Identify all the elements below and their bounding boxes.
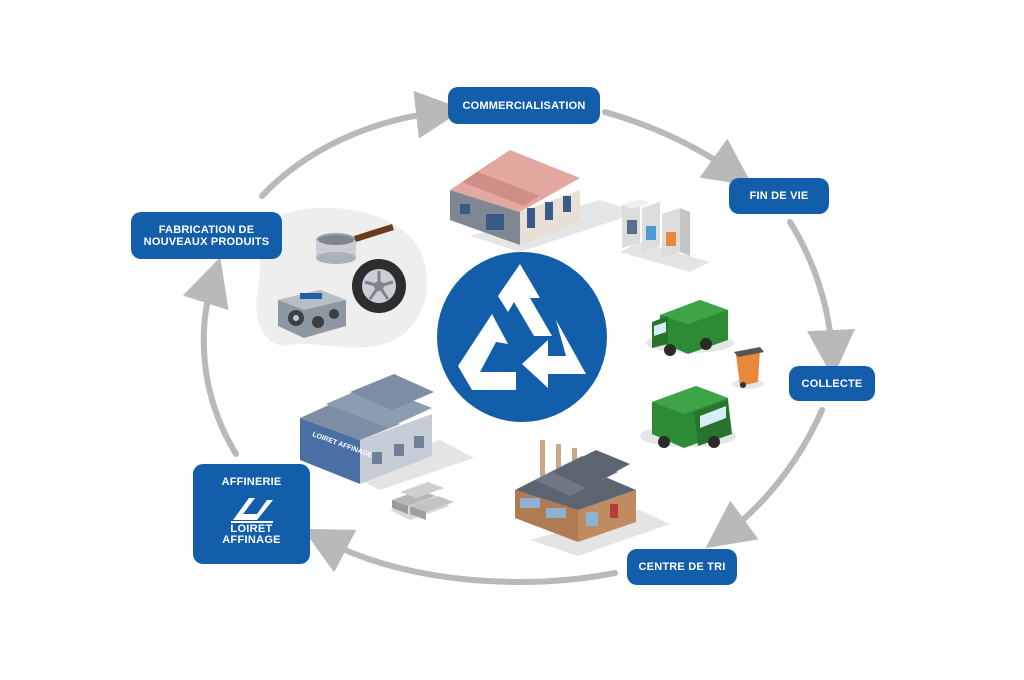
arrow-collecte-to-centre <box>705 407 825 549</box>
new-products-illustration <box>256 207 428 348</box>
recycling-bins-icon <box>620 199 710 272</box>
cycle-arrows <box>182 90 855 585</box>
stage-commercialisation: COMMERCIALISATION <box>448 87 600 124</box>
stage-centre-de-tri: CENTRE DE TRI <box>627 549 737 585</box>
logo-line2: AFFINAGE <box>222 534 281 546</box>
stage-affinerie: AFFINERIE LOIRET AFFINAGE <box>193 464 310 564</box>
recycle-icon <box>437 252 607 422</box>
loiret-affinage-logo-icon <box>230 498 273 523</box>
stage-fabrication: FABRICATION DE NOUVEAUX PRODUITS <box>131 212 282 259</box>
garbage-truck-icon <box>646 300 734 356</box>
arrow-commercialisation-to-findevie <box>602 109 753 186</box>
engine-icon <box>278 290 346 338</box>
stage-affinerie-label: AFFINERIE <box>221 476 282 488</box>
stage-fin-de-vie: FIN DE VIE <box>729 178 829 214</box>
stage-fabrication-line2: NOUVEAUX PRODUITS <box>143 235 270 248</box>
stage-fabrication-line1: FABRICATION DE <box>158 223 255 236</box>
arrow-affinerie-to-fabrication <box>182 257 239 457</box>
stage-fin-de-vie-label: FIN DE VIE <box>749 190 809 202</box>
stage-fabrication-label: FABRICATION DE NOUVEAUX PRODUITS <box>144 224 270 248</box>
stage-commercialisation-label: COMMERCIALISATION <box>462 99 586 112</box>
stage-collecte: COLLECTE <box>789 366 875 401</box>
metal-ingots-icon <box>390 482 454 520</box>
stage-collecte-label: COLLECTE <box>801 377 863 390</box>
arrow-fabrication-to-commercialisation <box>259 90 464 199</box>
wheel-icon <box>352 259 406 313</box>
garbage-truck-icon <box>640 386 736 448</box>
arrow-centre-to-affinerie <box>302 528 618 585</box>
arrow-findevie-to-collecte <box>787 219 855 378</box>
warehouse-icon <box>450 150 640 252</box>
stage-centre-de-tri-label: CENTRE DE TRI <box>638 561 726 573</box>
saucepan-icon <box>316 224 394 264</box>
wheelie-bin-icon <box>732 347 764 389</box>
sorting-factory-icon <box>515 440 670 556</box>
refinery-building-icon: LOIRET AFFINAGE <box>300 374 474 490</box>
logo-line1: LOIRET <box>230 523 273 535</box>
